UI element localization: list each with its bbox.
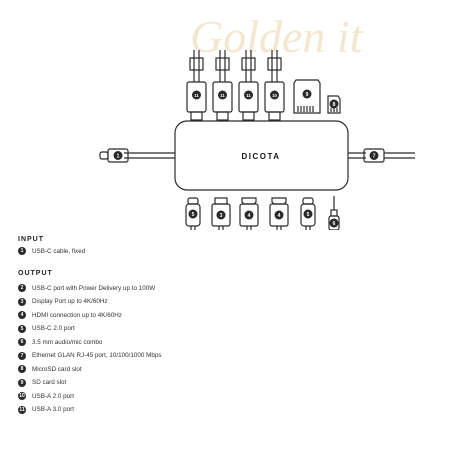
svg-text:3: 3: [220, 213, 223, 219]
svg-text:11: 11: [246, 93, 251, 98]
number-badge: 4: [18, 311, 26, 319]
bottom-usb-c-cable-1: [185, 197, 201, 230]
svg-text:9: 9: [306, 92, 309, 98]
output-row: 9 SD card slot: [18, 378, 66, 388]
output-description: USB-A 3.0 port: [32, 406, 74, 413]
bottom-displayport-cable: [211, 197, 231, 230]
watermark-logo: Golden it: [190, 11, 363, 62]
badge-bottom-5: 5: [188, 209, 198, 219]
badge-bottom-4: 4: [244, 210, 254, 220]
number-badge: 2: [18, 284, 26, 292]
bottom-hdmi-cable-2: [269, 197, 289, 230]
output-row: 6 3.5 mm audio/mic combo: [18, 337, 102, 347]
output-heading: OUTPUT: [18, 270, 53, 277]
badge-top-10: 10: [270, 90, 279, 100]
badge-top-9: 9: [302, 89, 312, 99]
badge-input-1: 1: [113, 151, 123, 160]
svg-text:5: 5: [307, 212, 310, 218]
output-row: 8 MicroSD card slot: [18, 364, 82, 374]
output-description: USB-A 2.0 port: [32, 392, 74, 400]
output-description: 3.5 mm audio/mic combo: [32, 338, 103, 346]
output-row: 4 HDMI connection up to 4K/60Hz: [18, 310, 122, 320]
usb-c-input-cable: [99, 148, 175, 163]
usb-a-cable-3: [238, 50, 259, 121]
output-row: 11 USB-A 3.0 port: [18, 405, 74, 415]
badge-top-11: 11: [244, 90, 253, 100]
number-badge: 1: [18, 247, 26, 255]
dock-diagram: DICOTA 11 11 11 10 9 8 1 7 5 3 4 4 5 6: [99, 50, 415, 230]
input-description: USB-C cable, fixed: [32, 247, 86, 255]
output-description: SD card slot: [32, 379, 67, 386]
number-badge: 8: [18, 365, 26, 373]
number-badge: 5: [18, 324, 26, 333]
number-badge: 7: [18, 351, 26, 360]
input-heading: INPUT: [18, 236, 44, 243]
output-row: 3 Display Port up to 4K/60Hz: [18, 297, 108, 307]
input-row: 1 USB-C cable, fixed: [18, 246, 85, 256]
badge-bottom-4: 4: [274, 210, 284, 220]
svg-text:10: 10: [272, 93, 277, 98]
svg-text:1: 1: [117, 153, 120, 159]
svg-text:7: 7: [373, 153, 376, 159]
output-description: USB-C 2.0 port: [32, 325, 75, 332]
ethernet-cable: [348, 148, 415, 163]
number-badge: 3: [18, 297, 26, 306]
output-description: Display Port up to 4K/60Hz: [32, 298, 108, 305]
brand-logo: DICOTA: [241, 152, 280, 161]
badge-bottom-5: 5: [303, 209, 313, 219]
audio-jack-cable: [328, 196, 340, 230]
usb-a-cable-4: [264, 50, 285, 121]
badge-top-11: 11: [192, 90, 201, 100]
svg-text:8: 8: [333, 102, 336, 108]
number-badge: 9: [18, 378, 26, 387]
bottom-hdmi-cable-1: [239, 197, 259, 230]
svg-text:4: 4: [278, 213, 281, 219]
bottom-usb-c-cable-2: [300, 197, 316, 230]
badge-bottom-3: 3: [216, 210, 226, 220]
svg-text:5: 5: [192, 212, 195, 218]
badge-top-8: 8: [329, 99, 339, 109]
output-description: HDMI connection up to 4K/60Hz: [32, 311, 122, 319]
output-row: 7 Ethernet GLAN RJ-45 port, 10/100/1000 M…: [18, 351, 162, 361]
svg-text:6: 6: [333, 221, 336, 227]
sd-card: [293, 79, 321, 114]
usb-a-cable-1: [186, 50, 207, 121]
output-row: 5 USB-C 2.0 port: [18, 324, 75, 334]
output-description: USB-C port with Power Delivery up to 100…: [32, 284, 156, 292]
number-badge: 11: [18, 405, 26, 414]
svg-text:11: 11: [220, 93, 225, 98]
badge-ethernet-7: 7: [369, 151, 379, 160]
svg-text:4: 4: [248, 213, 251, 219]
hub-body: [174, 120, 349, 191]
microsd-card: [327, 95, 341, 114]
number-badge: 6: [18, 338, 26, 346]
badge-top-11: 11: [218, 90, 227, 100]
output-description: Ethernet GLAN RJ-45 port, 10/100/1000 Mb…: [32, 352, 162, 359]
usb-a-cable-2: [212, 50, 233, 121]
badge-bottom-6: 6: [329, 218, 339, 228]
output-description: MicroSD card slot: [32, 365, 82, 373]
output-row: 2 USB-C port with Power Delivery up to 10…: [18, 283, 155, 293]
output-row: 10 USB-A 2.0 port: [18, 391, 74, 401]
svg-text:11: 11: [194, 93, 199, 98]
number-badge: 10: [18, 392, 26, 400]
